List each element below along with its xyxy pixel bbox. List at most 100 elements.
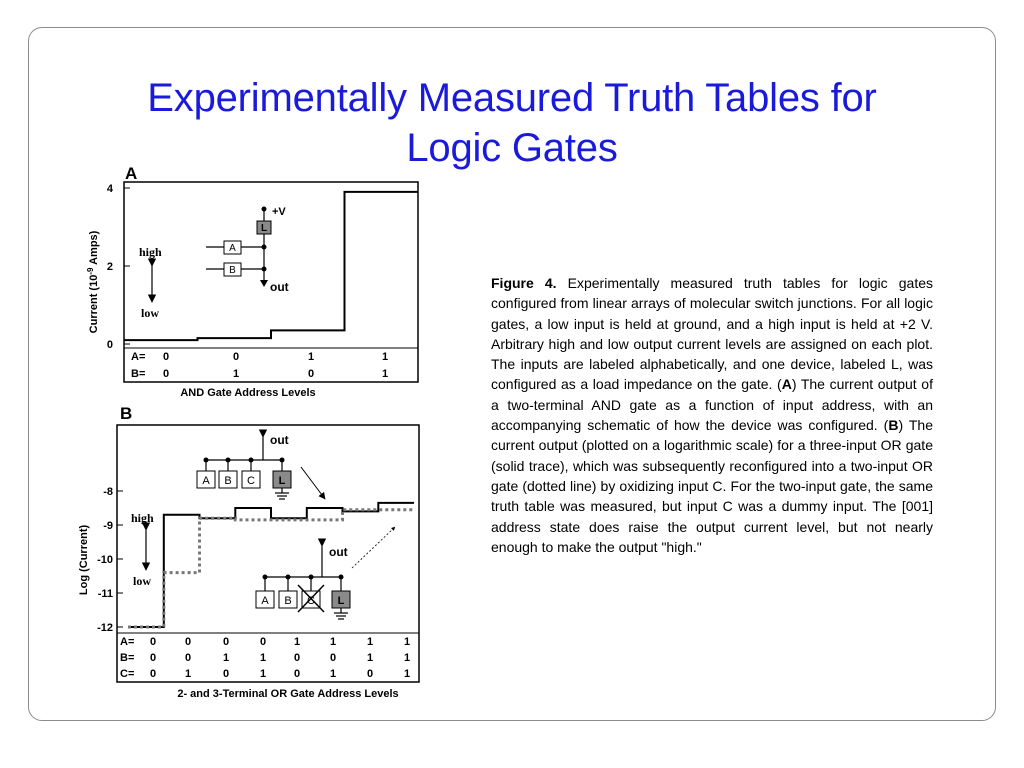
panel-b-address-a-0: 0 [150,636,156,648]
panel-b-bottom-input-a-label: A [261,595,269,607]
panel-b-address-a-5: 1 [330,636,336,648]
panel-a-address-b-2: 0 [308,368,314,380]
panel-b-ytick-label-10: -10 [97,554,113,566]
panel-b-x-axis-label: 2- and 3-Terminal OR Gate Address Levels [177,688,398,700]
panel-b-top-input-c-label: C [247,475,255,487]
panel-b-top-load-label: L [279,475,286,487]
panel-a: A 4 2 0 Current (10-9 Amps) high low +V … [86,164,419,399]
panel-b-address-a-7: 1 [404,636,410,648]
panel-a-low-label: low [141,306,159,320]
panel-b-bottom-out-label: out [329,545,348,559]
panel-a-ytick-label-4: 4 [107,183,114,195]
panel-b-address-b-0: 0 [150,652,156,664]
panel-a-input-b-label: B [229,265,236,276]
panel-b-address-b-5: 0 [330,652,336,664]
panel-b-address-a-1: 0 [185,636,191,648]
panel-a-address-b-3: 1 [382,368,388,380]
panel-a-ylabel-exp: -9 [86,267,95,275]
panel-b-bottom-cross-icon-2 [297,584,325,613]
panel-a-y-axis-label: Current (10-9 Amps) [86,230,100,333]
caption-figure-label: Figure 4. [491,275,557,291]
panel-b-ytick-label-11: -11 [98,588,113,600]
slide-frame [28,27,996,721]
caption-text-2: ) The current output of a two-terminal A… [491,376,933,434]
panel-b-top-input-b-label: B [224,475,231,487]
panel-b-bottom-input-c-label: C [307,595,315,607]
panel-b-address-c-6: 0 [367,668,373,680]
panel-a-address-b-0: 0 [163,368,169,380]
panel-b-top-input-a-box [196,470,216,489]
panel-b-y-ticks: -8 -9 -10 -11 -12 [97,486,123,634]
panel-b-trace-2-terminal [128,508,414,629]
panel-b-address-b-4: 0 [294,652,300,664]
panel-b-address-c-4: 0 [294,668,300,680]
panel-b: B -8 -9 -10 -11 -12 Log (Current) high l… [78,404,420,700]
panel-a-y-ticks: 4 2 0 [107,183,130,351]
panel-b-top-out-label: out [270,433,289,447]
panel-b-address-a-4: 1 [294,636,300,648]
panel-b-top-input-c-box [241,470,261,489]
panel-b-ytick-label-8: -8 [103,486,113,498]
slide-title-line-1: Experimentally Measured Truth Tables for [147,75,877,120]
panel-a-ylabel-part1: Current (10 [88,275,100,334]
panel-a-x-axis-label: AND Gate Address Levels [180,387,315,399]
caption-text-3: ) The current output (plotted on a logar… [491,417,933,555]
panel-b-address-b-3: 1 [260,652,266,664]
panel-b-address-c-1: 1 [185,668,191,680]
panel-b-bottom-input-b-label: B [284,595,291,607]
slide-title-line-2: Logic Gates [406,125,618,170]
caption-b-label: B [888,417,899,434]
panel-a-address-a-2: 1 [308,351,314,363]
panel-b-address-b-7: 1 [404,652,410,664]
panel-b-address-a-2: 0 [223,636,229,648]
panel-a-schematic: +V L A B out [206,206,289,294]
panel-a-trace [124,190,418,342]
slide-title: Experimentally Measured Truth Tables for… [40,73,984,173]
panel-a-address-b-1: 1 [233,368,239,380]
panel-a-out-arrow [260,280,268,287]
panel-b-schematic-3-input: out A B C L [196,429,326,500]
panel-b-address-c-3: 1 [260,668,266,680]
panel-a-load-label: L [261,223,267,234]
panel-a-vplus-label: +V [272,206,286,218]
panel-b-ytick-label-12: -12 [97,622,113,634]
panel-b-top-input-b-box [218,470,238,489]
panel-b-ytick-label-9: -9 [103,520,113,532]
panel-a-frame [123,181,419,383]
panel-b-bottom-load-label: L [338,595,345,607]
panel-a-out-label: out [270,280,289,294]
panel-a-row-a-label: A= [131,351,145,363]
panel-b-bottom-pointer-arrow [351,526,396,569]
panel-b-address-a-6: 1 [367,636,373,648]
panel-b-y-axis-label: Log (Current) [78,525,90,596]
panel-a-address-a-1: 0 [233,351,239,363]
panel-a-high-label: high [139,245,162,259]
panel-b-top-pointer-arrow [300,466,326,500]
panel-b-address-c-0: 0 [150,668,156,680]
panel-b-trace-3-terminal [128,501,414,628]
panel-a-label: A [125,164,137,183]
panel-b-bottom-input-b-box [278,590,298,609]
panel-a-node-a [261,244,267,250]
panel-b-bottom-input-a-box [255,590,275,609]
caption-text-1: Experimentally measured truth tables for… [491,275,933,393]
panel-b-address-b-1: 0 [185,652,191,664]
panel-a-address-a-0: 0 [163,351,169,363]
panel-b-address-b-2: 1 [223,652,229,664]
panel-a-ytick-label-0: 0 [107,339,113,351]
panel-b-low-label: low [133,574,151,588]
panel-b-frame [116,424,420,683]
figure-caption: Figure 4. Experimentally measured truth … [491,273,933,557]
panel-a-ylabel-part2: Amps) [88,230,100,267]
panel-b-label: B [120,404,132,423]
panel-b-row-a-label: A= [120,636,134,648]
panel-b-address-c-7: 1 [404,668,410,680]
caption-a-label: A [781,376,792,393]
panel-b-schematic-2-input: out A B C L [255,526,396,620]
panel-b-address-c-2: 0 [223,668,229,680]
panel-a-ytick-label-2: 2 [107,261,113,273]
panel-a-input-a-label: A [229,243,236,254]
